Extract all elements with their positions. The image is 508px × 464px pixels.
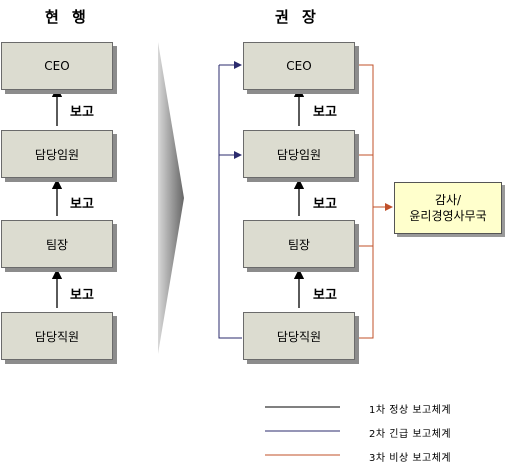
right-box-ceo: CEO (243, 42, 355, 90)
emergency-line (218, 65, 242, 339)
legend-label-normal: 1차 정상 보고체계 (369, 405, 452, 416)
left-report-label-3: 보고 (70, 288, 94, 303)
right-box-executive: 담당임원 (243, 130, 355, 178)
right-box-staff: 담당직원 (243, 312, 355, 360)
right-report-label-2: 보고 (313, 197, 337, 212)
left-box-ceo: CEO (1, 42, 113, 90)
current-heading: 현 행 (45, 8, 90, 26)
right-report-label-3: 보고 (313, 288, 337, 303)
right-box-team-lead: 팀장 (243, 220, 355, 268)
legend-label-emergency: 2차 긴급 보고체계 (369, 429, 452, 440)
recommended-heading: 권 장 (275, 8, 320, 26)
right-report-label-1: 보고 (313, 105, 337, 120)
left-report-label-1: 보고 (70, 105, 94, 120)
left-box-executive: 담당임원 (1, 130, 113, 178)
left-box-team-lead: 팀장 (1, 220, 113, 268)
audit-ethics-office-box: 감사/ 윤리경영사무국 (394, 182, 502, 234)
left-report-label-2: 보고 (70, 197, 94, 212)
left-box-staff: 담당직원 (1, 312, 113, 360)
audit-label-line1: 감사/ (434, 193, 462, 207)
audit-label-line2: 윤리경영사무국 (409, 209, 487, 223)
transition-arrow (158, 42, 184, 354)
crisis-line (354, 64, 374, 339)
legend-label-crisis: 3차 비상 보고체계 (369, 453, 452, 464)
